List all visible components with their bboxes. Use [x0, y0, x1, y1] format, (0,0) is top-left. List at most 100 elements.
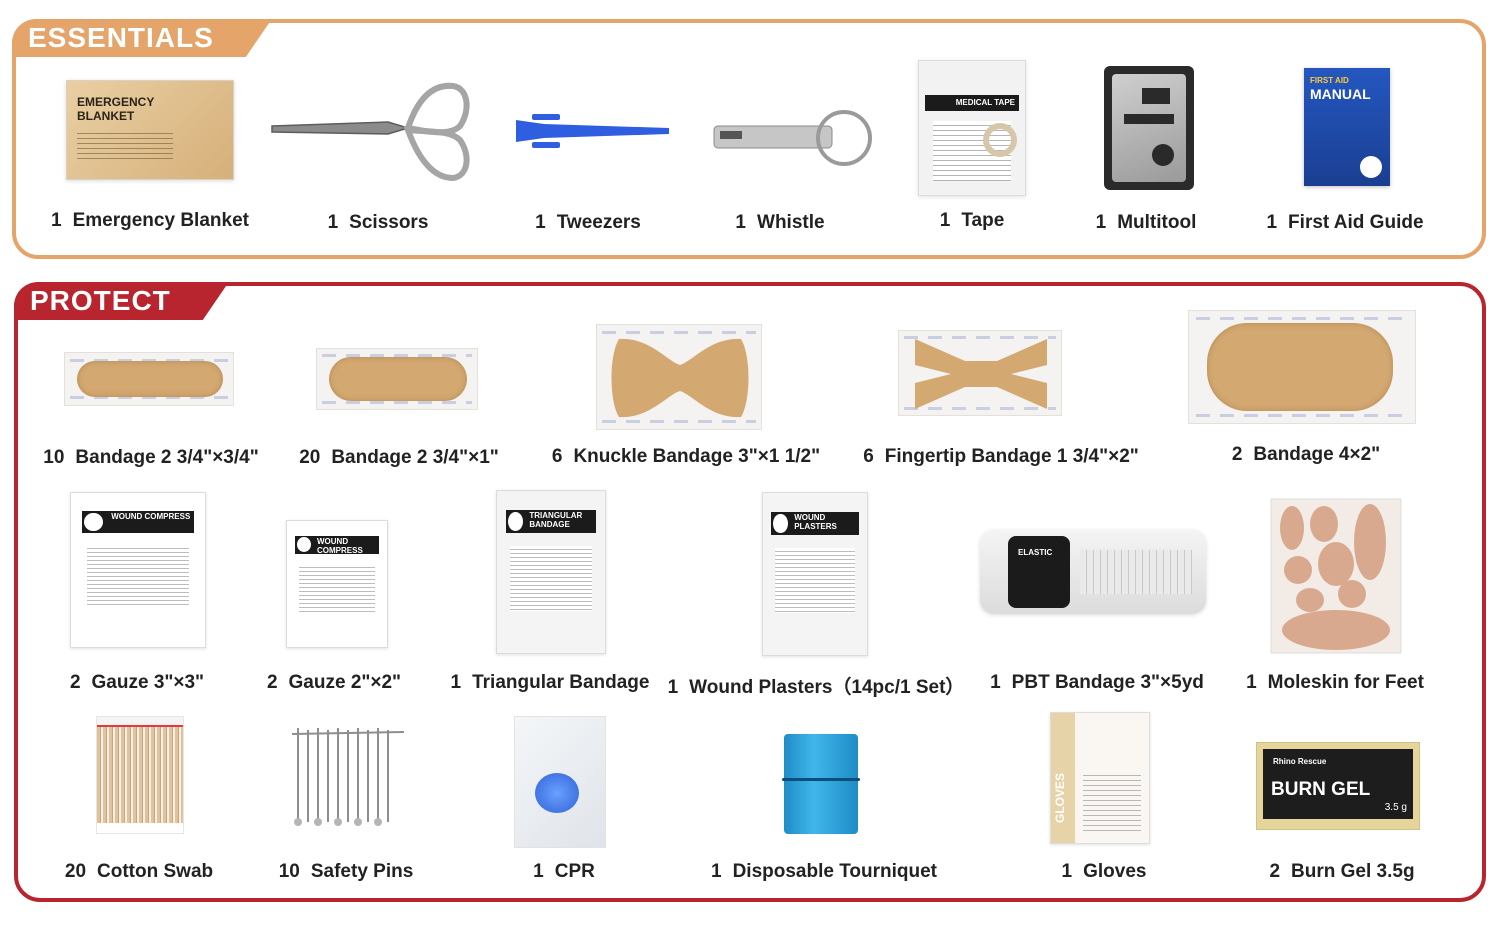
cpr-mask-icon [514, 716, 606, 848]
tape-pkg-text: MEDICAL TAPE [925, 95, 1019, 111]
item-label: 2 Bandage 4×2" [1232, 444, 1380, 466]
item-qty: 1 [990, 672, 1001, 693]
item-qty: 6 [551, 446, 563, 467]
item-name: Multitool [1117, 212, 1197, 233]
item-qty: 2 [266, 672, 278, 693]
item-label: 1 Multitool [1096, 212, 1197, 234]
gloves-pkg-text: GLOVES [1053, 772, 1067, 823]
fingertip-bandage-icon [898, 330, 1062, 416]
item-name: Tweezers [556, 212, 641, 233]
item-qty: 2 [69, 672, 81, 693]
whistle-icon [713, 110, 872, 166]
protect-section: PROTECT [14, 282, 1486, 902]
item-qty: 10 [278, 861, 300, 882]
burn-gel-title: BURN GEL [1271, 779, 1371, 800]
gauze-pack-icon: WOUND COMPRESS [286, 520, 388, 648]
item-qty: 20 [299, 447, 321, 468]
item-name: Burn Gel 3.5g [1291, 861, 1415, 882]
gloves-pack-icon: GLOVES [1050, 712, 1150, 844]
item-qty: 6 [863, 446, 874, 467]
item-name: Scissors [349, 212, 429, 233]
item-qty: 10 [43, 447, 65, 468]
item-qty: 1 [533, 861, 544, 882]
item-qty: 1 [1095, 212, 1107, 233]
item-qty: 1 [327, 212, 339, 233]
item-name: Knuckle Bandage 3"×1 1/2" [573, 446, 821, 467]
item-name: Moleskin for Feet [1267, 672, 1424, 693]
knuckle-bandage-icon [596, 324, 762, 430]
gauze-pack-icon: WOUND COMPRESS [70, 492, 206, 648]
item-name: Bandage 2 3/4"×3/4" [75, 447, 259, 468]
large-bandage-icon [1188, 310, 1416, 424]
item-label: 1 First Aid Guide [1266, 212, 1423, 234]
gauze-pkg-text: WOUND COMPRESS [81, 511, 195, 534]
bandage-strip-icon [64, 352, 234, 406]
essentials-title: ESSENTIALS [12, 19, 272, 57]
emergency-blanket-pkg-line2: BLANKET [77, 109, 135, 123]
item-label: 6 Knuckle Bandage 3"×1 1/2" [552, 446, 820, 468]
plasters-pkg-text: WOUND PLASTERS [771, 512, 859, 536]
item-label: 10 Bandage 2 3/4"×3/4" [43, 447, 258, 469]
item-label: 20 Bandage 2 3/4"×1" [299, 447, 499, 469]
pbt-pkg-text: ELASTIC [1018, 548, 1053, 557]
item-name: First Aid Guide [1288, 212, 1424, 233]
item-name: Safety Pins [310, 861, 414, 882]
item-label: 1 Tweezers [535, 212, 641, 234]
tweezers-icon [516, 114, 669, 148]
item-label: 1 Triangular Bandage [451, 672, 650, 694]
scissors-icon [271, 82, 470, 182]
item-label: 6 Fingertip Bandage 1 3/4"×2" [863, 446, 1139, 468]
item-name: Bandage 4×2" [1253, 444, 1381, 465]
item-qty: 1 [735, 212, 747, 233]
item-qty: 1 [710, 861, 722, 882]
item-name: Bandage 2 3/4"×1" [331, 447, 499, 468]
item-name: Fingertip Bandage 1 3/4"×2" [884, 446, 1139, 467]
manual-cover-top: FIRST AID [1310, 76, 1349, 85]
essentials-section: ESSENTIALS [12, 19, 1486, 259]
item-name: Disposable Tourniquet [732, 861, 938, 882]
triangular-bandage-pack-icon: TRIANGULAR BANDAGE [496, 490, 606, 654]
item-qty: 1 [535, 212, 546, 233]
medical-tape-icon: MEDICAL TAPE [918, 60, 1026, 196]
item-label: 10 Safety Pins [279, 861, 414, 883]
burn-gel-sachet-icon: Rhino Rescue BURN GEL 3.5 g [1256, 742, 1420, 830]
triangular-pkg-text: TRIANGULAR BANDAGE [505, 510, 597, 534]
item-label: 1 Wound Plasters（14pc/1 Set） [668, 672, 965, 699]
first-aid-manual-icon: FIRST AID MANUAL [1304, 68, 1390, 186]
item-name: Gloves [1083, 861, 1147, 882]
item-name: Gauze 2"×2" [288, 672, 402, 693]
moleskin-sheet-icon [1270, 498, 1402, 654]
item-qty: 1 [1061, 861, 1073, 882]
multitool-card-icon [1104, 66, 1194, 190]
item-qty: 2 [1231, 444, 1243, 465]
item-label: 2 Burn Gel 3.5g [1269, 861, 1414, 883]
cotton-swab-bag-icon [96, 716, 184, 834]
protect-title: PROTECT [14, 282, 229, 320]
item-qty: 1 [1266, 212, 1278, 233]
burn-gel-weight: 3.5 g [1384, 802, 1407, 813]
item-name: Whistle [757, 212, 825, 233]
emergency-blanket-pkg-line1: EMERGENCY [77, 95, 155, 109]
item-label: 1 Scissors [328, 212, 429, 234]
item-qty: 1 [450, 672, 462, 693]
item-name: Wound Plasters（14pc/1 Set） [689, 677, 965, 698]
gauze-pkg-text: WOUND COMPRESS [295, 536, 379, 555]
item-label: 1 Disposable Tourniquet [711, 861, 937, 883]
bandage-strip-icon [316, 348, 478, 410]
item-name: Cotton Swab [97, 861, 214, 882]
item-qty: 1 [51, 210, 62, 231]
item-label: 2 Gauze 2"×2" [267, 672, 401, 694]
manual-cover-title: MANUAL [1310, 86, 1371, 102]
safety-pins-icon [291, 728, 405, 826]
item-qty: 2 [1269, 861, 1281, 882]
item-name: Triangular Bandage [472, 672, 650, 693]
item-name: Tape [961, 210, 1005, 231]
item-name: Emergency Blanket [72, 210, 249, 231]
item-label: 1 Whistle [735, 212, 824, 234]
item-qty: 1 [667, 677, 679, 698]
